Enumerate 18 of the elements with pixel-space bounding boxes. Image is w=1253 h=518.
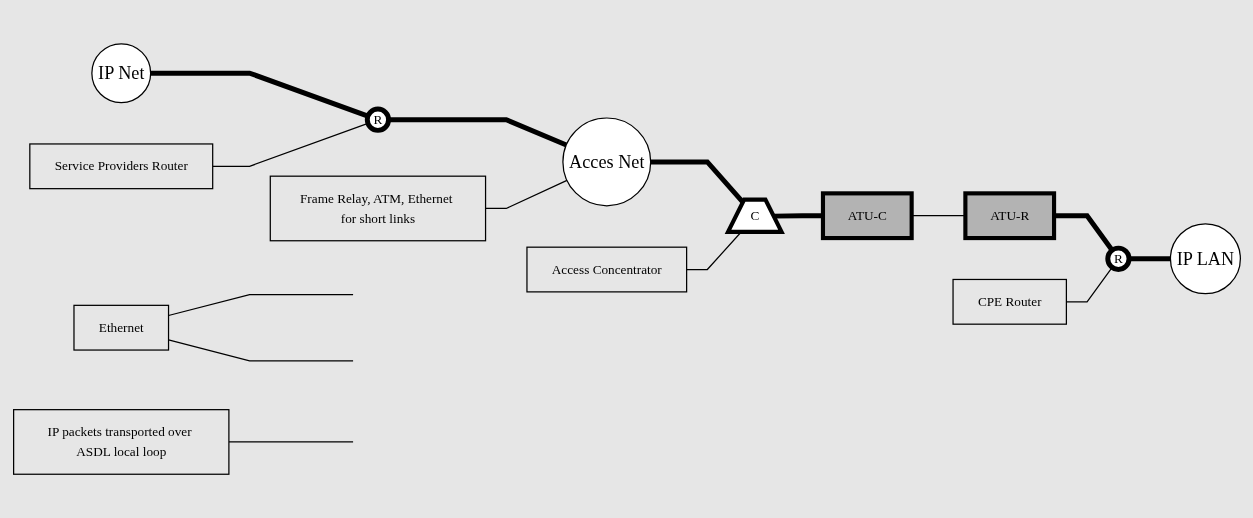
connector: [773, 213, 823, 219]
node-box: Ethernet: [72, 304, 169, 351]
node-box: IP packets transported over ASDL local loop: [12, 409, 229, 475]
node-circle: IP Net: [90, 43, 151, 104]
node-box: ATU-C: [820, 191, 914, 241]
connector: [150, 70, 369, 119]
node-box: CPE Router: [951, 278, 1067, 325]
connector: [650, 159, 745, 205]
node-box: Service Providers Router: [28, 143, 213, 190]
node-circle: R: [1104, 245, 1132, 272]
node-box: ATU-R: [962, 191, 1056, 241]
node-circle: Acces Net: [561, 117, 651, 207]
node-box: Access Concentrator: [525, 246, 687, 293]
connector: [388, 117, 567, 148]
node-box: Frame Relay, ATM, Ethernet for short links: [269, 175, 486, 242]
connector: [1053, 213, 1114, 252]
node-circle: IP LAN: [1169, 223, 1241, 295]
node-circle: R: [364, 106, 391, 133]
